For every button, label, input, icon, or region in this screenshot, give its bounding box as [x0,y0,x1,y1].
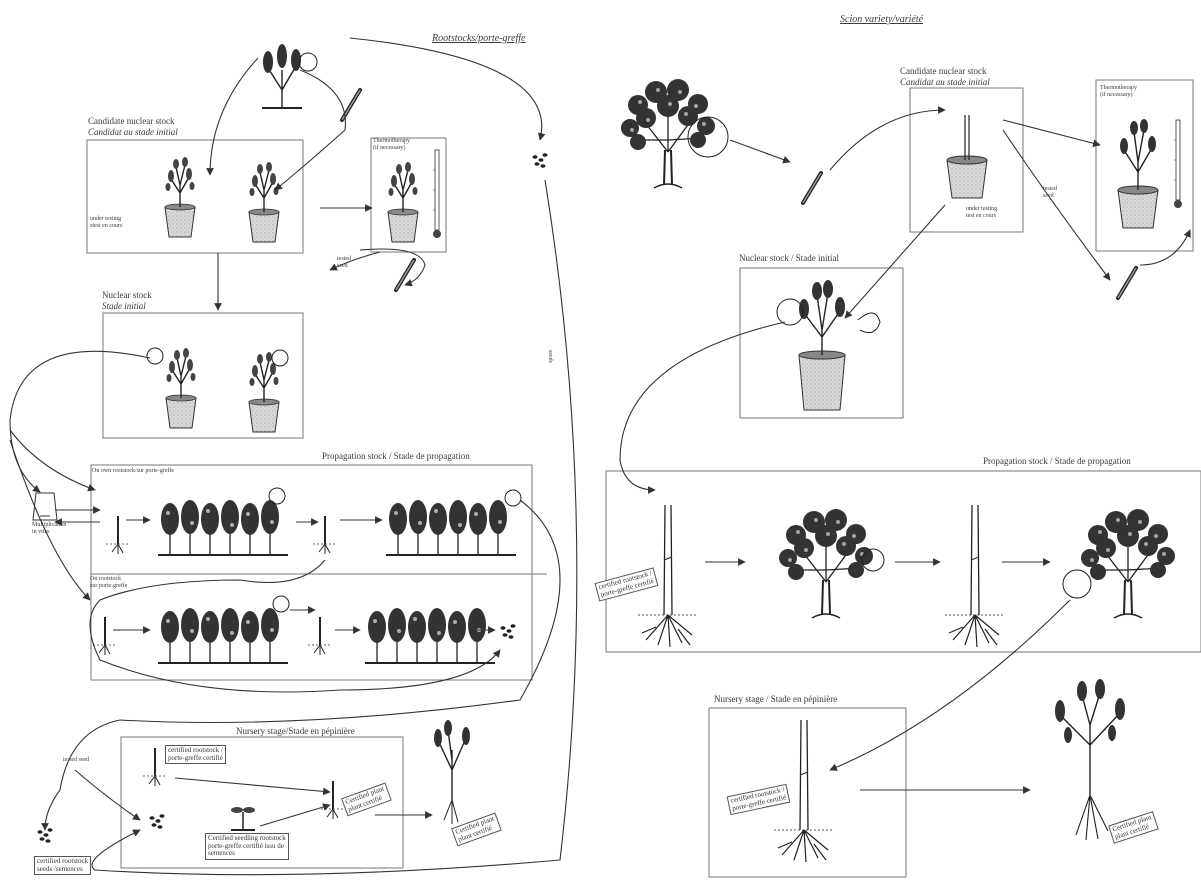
left-bottom-row-label: On rootstock sur porte-greffe [90,576,127,590]
right-thermo-label: Thermotherapy (if necessary) [1100,85,1137,99]
left-propagation-box [91,465,532,680]
left-tag-seeds: certified rootstock seeds /semences [34,856,91,875]
left-in-vitro-label: Multiplication in vitro [32,522,66,536]
left-propagation-label: Propagation stock / Stade de propagation [322,451,470,461]
right-candidate-note: under testing test en cours [966,206,997,220]
right-nursery-label: Nursery stage / Stade en pépinière [714,694,837,704]
left-tag-seedling: Certified seedling rootstock porte-greff… [205,833,289,860]
left-source-plant [262,44,317,108]
left-side-label: seeds [546,350,553,363]
right-panel-title: Scion variety/variété [840,14,923,26]
right-candidate-label-fr: Candidat au stade initial [900,77,990,87]
left-nuclear-label-fr: Stade initial [102,301,146,311]
left-nuclear-label-en: Nuclear stock [102,290,152,300]
right-propagation-label: Propagation stock / Stade de propagation [983,456,1131,466]
left-tag-rootstock: certified rootstock / porte-greffe certi… [165,745,226,764]
left-top-row-label: On own rootstock/sur porte-greffe [92,468,174,475]
right-candidate-label-en: Candidate nuclear stock [900,66,986,76]
left-tested-seed-bottom: tested seed [63,757,89,764]
left-nursery-label: Nursery stage/Stade en pépinière [236,726,355,736]
right-nuclear-label: Nuclear stock / Stade initial [739,253,839,263]
left-candidate-label-en: Candidate nuclear stock [88,116,174,126]
left-candidate-label-fr: Candidat au stade initial [88,127,178,137]
left-tested-seed: tested seed [337,256,351,270]
right-tested-seed: tested seed [1043,186,1057,200]
left-candidate-note: under testing stest en cours [90,216,122,230]
left-thermo-label: Thermotherapy (if necessary) [373,138,410,152]
left-panel-title: Rootstocks/porte-greffe [432,33,526,45]
